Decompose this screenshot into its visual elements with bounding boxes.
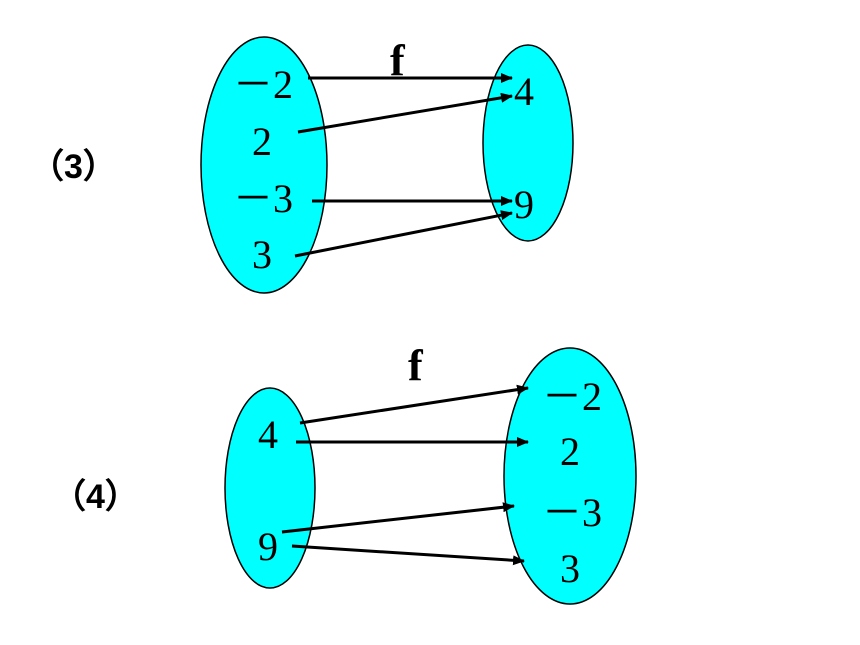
domain-element: 9	[258, 524, 278, 569]
codomain-element: －2	[542, 374, 602, 419]
mapping-arrow	[299, 384, 529, 425]
domain-element: －2	[233, 62, 293, 107]
function-label-f: f	[390, 36, 406, 85]
mapping-arrow	[294, 210, 513, 258]
diagram-4: （4） f 4 9 －2 2 －3 3	[52, 341, 637, 605]
codomain-set-oval	[503, 347, 637, 605]
codomain-element: 2	[560, 429, 580, 474]
codomain-element: 3	[560, 546, 580, 591]
diagram-3: （3） f －2 2 －3 3 4 9	[30, 36, 574, 294]
domain-element: －3	[233, 176, 293, 221]
domain-element: 4	[258, 412, 278, 457]
domain-set-oval	[200, 36, 328, 294]
diagram-4-label: （4）	[52, 477, 139, 516]
mapping-arrow	[281, 502, 515, 534]
codomain-element: －3	[542, 490, 602, 535]
domain-element: 3	[252, 232, 272, 277]
mapping-arrow	[291, 544, 525, 566]
codomain-element: 9	[514, 182, 534, 227]
mapping-arrow	[297, 92, 513, 134]
function-label-f: f	[408, 341, 424, 390]
codomain-element: 4	[514, 69, 534, 114]
domain-element: 2	[252, 119, 272, 164]
diagram-3-label: （3）	[30, 147, 117, 186]
domain-set-oval	[224, 387, 316, 589]
